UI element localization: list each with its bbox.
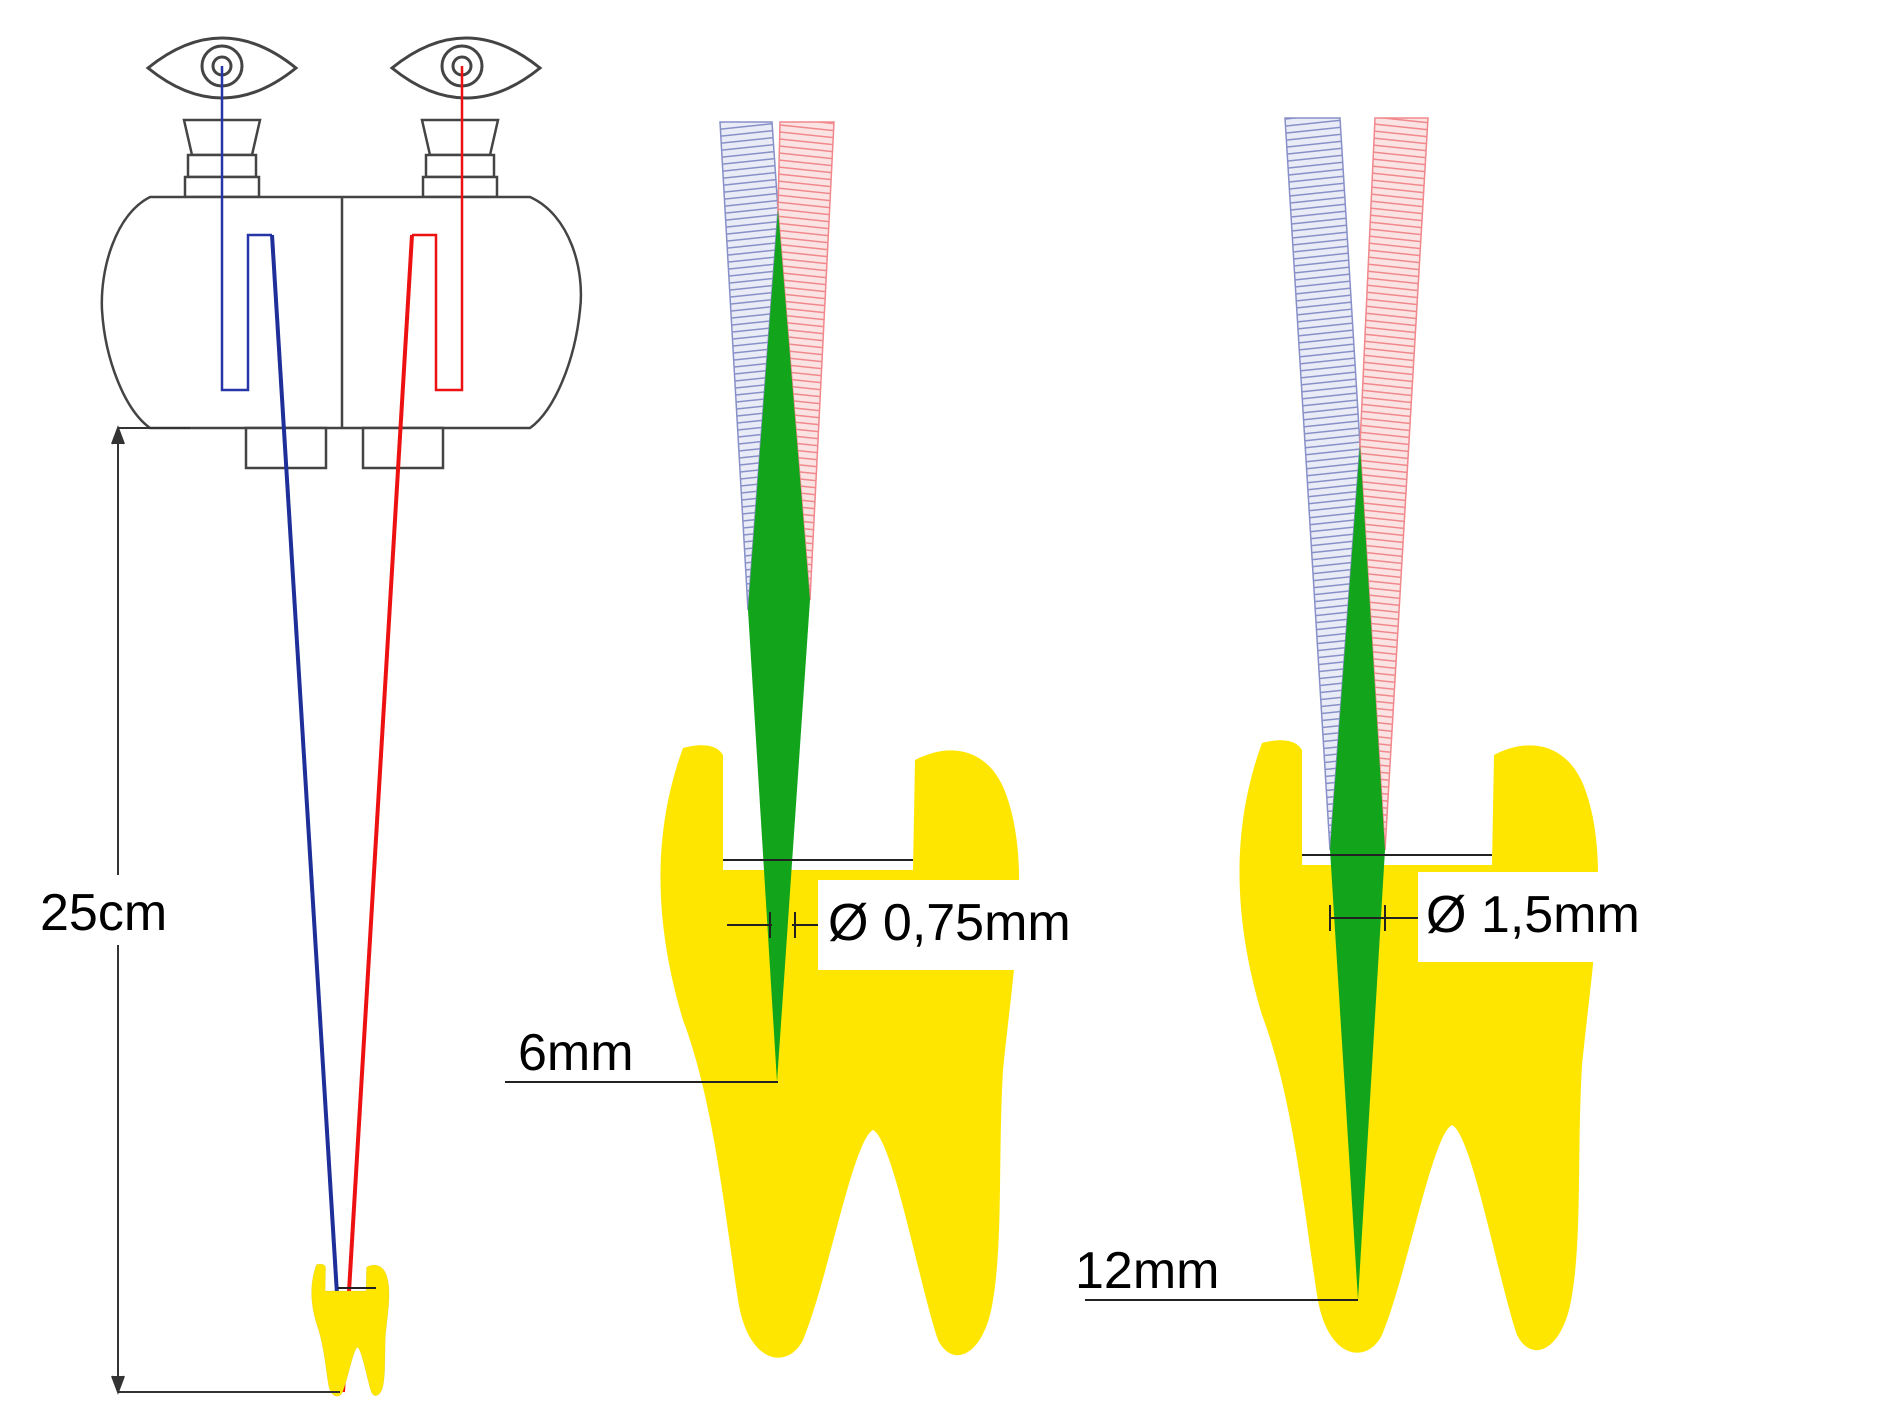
overlap-region — [748, 210, 810, 1082]
right-prism-path — [412, 66, 464, 392]
diameter-large-label: Ø 1,5mm — [1426, 886, 1640, 944]
shallow-depth-of-field: Ø 0,75mm 6mm — [505, 121, 1071, 1358]
right-eye-ray — [341, 234, 414, 1393]
distance-label: 25cm — [40, 884, 167, 942]
overlap-region-right — [1330, 445, 1385, 1300]
depth-large-label: 12mm — [1075, 1242, 1219, 1300]
left-prism-path — [220, 66, 272, 392]
right-eye-icon — [389, 36, 543, 100]
left-eye-ray — [270, 234, 345, 1393]
microscope-overview: 25cm — [30, 36, 583, 1397]
depth-small-label: 6mm — [518, 1024, 634, 1082]
diameter-small-label: Ø 0,75mm — [828, 894, 1071, 952]
right-objective — [361, 426, 445, 470]
right-eyepiece — [420, 118, 500, 199]
deep-depth-of-field: Ø 1,5mm 12mm — [1075, 117, 1640, 1353]
